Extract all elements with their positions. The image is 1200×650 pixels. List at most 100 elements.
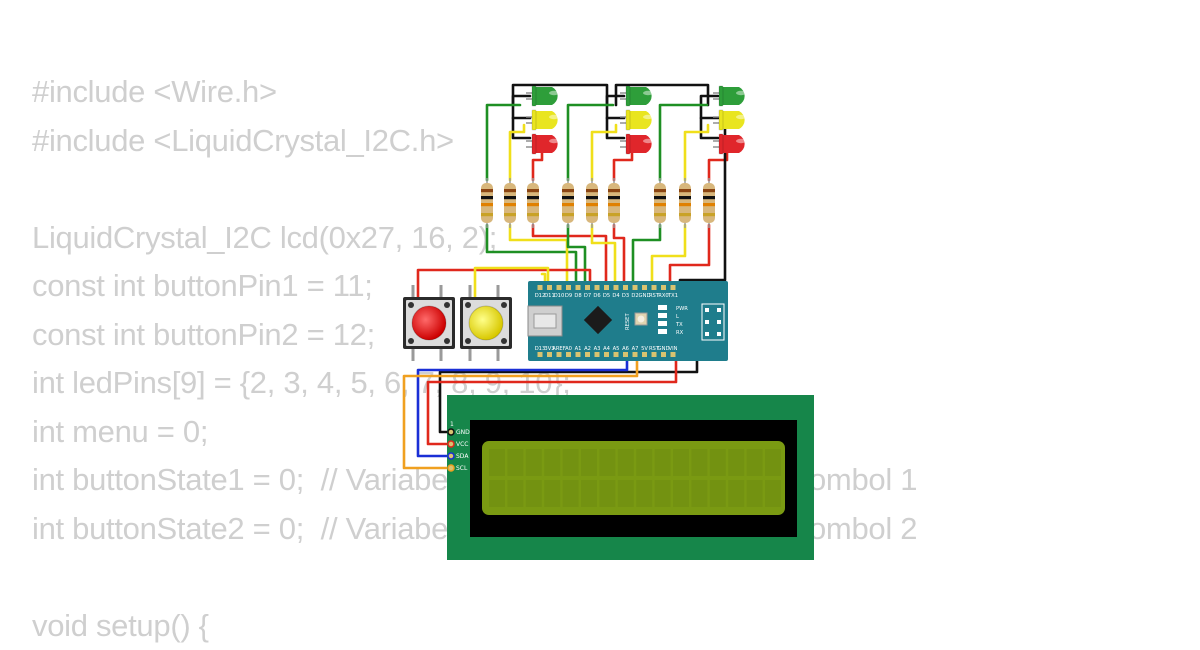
icsp-pin bbox=[705, 320, 709, 324]
lcd-char-cell bbox=[489, 449, 505, 476]
nano-pin-label: D2 bbox=[631, 293, 638, 299]
board-led bbox=[658, 313, 667, 318]
resistor-band bbox=[504, 196, 516, 199]
nano-pin-pad bbox=[604, 285, 609, 290]
led-highlight bbox=[736, 139, 746, 143]
led-red bbox=[620, 134, 653, 154]
lcd-char-cell bbox=[489, 480, 505, 507]
lcd-char-cell bbox=[728, 480, 744, 507]
lcd-char-cell bbox=[544, 449, 560, 476]
button-pin bbox=[440, 349, 443, 361]
pushbutton-yellow bbox=[460, 285, 512, 361]
button-screw bbox=[501, 338, 507, 344]
led-highlight bbox=[549, 115, 559, 119]
resistor-band bbox=[527, 189, 539, 192]
lcd-char-cell bbox=[691, 480, 707, 507]
button-pin bbox=[412, 349, 415, 361]
nano-pin-pad bbox=[566, 352, 571, 357]
button-screw bbox=[444, 338, 450, 344]
resistor-band bbox=[504, 189, 516, 192]
usb-port bbox=[534, 314, 556, 328]
board-led bbox=[658, 305, 667, 310]
wire-yellow bbox=[510, 225, 567, 287]
lcd-pin-label: GND bbox=[456, 429, 470, 436]
lcd-char-cell bbox=[747, 449, 763, 476]
nano-pin-pad bbox=[661, 352, 666, 357]
lcd-char-cell bbox=[581, 449, 597, 476]
resistor-band bbox=[608, 189, 620, 192]
led-rim bbox=[719, 110, 723, 130]
lcd-char-cell bbox=[636, 449, 652, 476]
nano-pin-label: D8 bbox=[574, 293, 581, 299]
reset-button-cap bbox=[638, 316, 645, 323]
resistor-band bbox=[703, 203, 715, 206]
resistor-band bbox=[586, 213, 598, 216]
nano-l-label: L bbox=[676, 314, 679, 320]
nano-pin-pad bbox=[661, 285, 666, 290]
nano-rx-label: RX bbox=[676, 330, 684, 336]
led-highlight bbox=[736, 91, 746, 95]
icsp-pin bbox=[717, 332, 721, 336]
resistor-band bbox=[679, 203, 691, 206]
resistor bbox=[504, 178, 516, 228]
lcd-char-cell bbox=[526, 449, 542, 476]
resistor-band bbox=[562, 189, 574, 192]
lcd-char-cell bbox=[765, 480, 781, 507]
resistor-band bbox=[703, 196, 715, 199]
resistor-band bbox=[654, 213, 666, 216]
lcd-pin-label: SDA bbox=[456, 453, 469, 460]
lcd-char-cell bbox=[728, 449, 744, 476]
wire-yellow bbox=[685, 125, 708, 180]
nano-pwr-label: PWR bbox=[676, 306, 688, 312]
lcd-char-cell bbox=[618, 449, 634, 476]
nano-pin-pad bbox=[642, 285, 647, 290]
button-pin bbox=[497, 349, 500, 361]
led-highlight bbox=[643, 115, 653, 119]
nano-pin-pad bbox=[614, 352, 619, 357]
nano-pin-label: A3 bbox=[594, 346, 601, 352]
nano-reset-label: RESET bbox=[625, 313, 631, 330]
nano-pin-pad bbox=[557, 285, 562, 290]
wire-green bbox=[487, 105, 520, 180]
resistor bbox=[562, 178, 574, 228]
resistor-band bbox=[481, 213, 493, 216]
nano-pin-label: A1 bbox=[575, 346, 582, 352]
button-layer bbox=[403, 285, 512, 361]
button-screw bbox=[465, 302, 471, 308]
led-highlight bbox=[643, 139, 653, 143]
resistor-band bbox=[703, 189, 715, 192]
lcd-char-cell bbox=[747, 480, 763, 507]
nano-pin-pad bbox=[576, 285, 581, 290]
nano-pin-label: TX1 bbox=[667, 293, 678, 299]
nano-pin-label: A6 bbox=[622, 346, 629, 352]
nano-pin-label: A2 bbox=[584, 346, 591, 352]
led-rim bbox=[626, 134, 630, 154]
lcd-pin-label: VCC bbox=[456, 441, 468, 448]
led-yellow bbox=[620, 110, 653, 130]
lcd-char-cell bbox=[618, 480, 634, 507]
nano-pin-pad bbox=[557, 352, 562, 357]
nano-pin-label: D9 bbox=[565, 293, 572, 299]
nano-pin-label: D5 bbox=[603, 293, 610, 299]
nano-pin-pad bbox=[576, 352, 581, 357]
nano-pin-label: D6 bbox=[593, 293, 600, 299]
resistor bbox=[586, 178, 598, 228]
nano-pin-pad bbox=[566, 285, 571, 290]
lcd-char-cell bbox=[710, 480, 726, 507]
led-highlight bbox=[549, 139, 559, 143]
button-screw bbox=[444, 302, 450, 308]
nano-pin-label: A4 bbox=[603, 346, 611, 352]
led-rim bbox=[719, 86, 723, 106]
lcd-pin-label: SCL bbox=[456, 465, 468, 472]
nano-pin-pad bbox=[538, 285, 543, 290]
resistor-layer bbox=[481, 178, 715, 228]
led-highlight bbox=[549, 91, 559, 95]
lcd-pin-pad bbox=[448, 453, 454, 459]
lcd-char-cell bbox=[544, 480, 560, 507]
resistor-band bbox=[481, 189, 493, 192]
resistor-band bbox=[586, 196, 598, 199]
led-rim bbox=[719, 134, 723, 154]
icsp-pin bbox=[717, 320, 721, 324]
resistor-band bbox=[504, 203, 516, 206]
